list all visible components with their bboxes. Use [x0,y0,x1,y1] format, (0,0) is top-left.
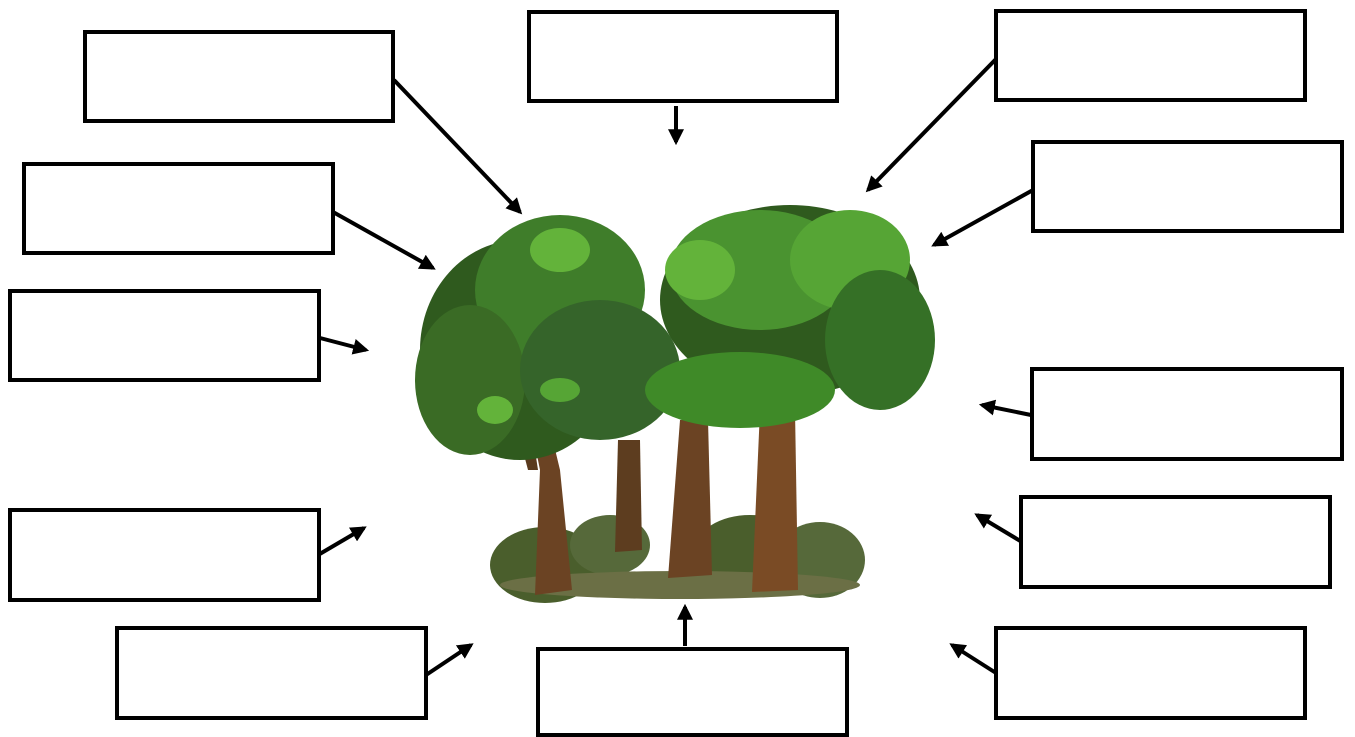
arrow-top-right [865,56,999,193]
tree-foliage [415,205,935,460]
arrow-mid-left [319,336,370,355]
label-box-bottom-left[interactable] [115,626,428,720]
label-box-lower-left[interactable] [8,508,321,602]
arrow-top-left [392,78,523,215]
label-box-bottom-center[interactable] [536,647,849,737]
label-text [1035,144,1340,160]
label-box-mid-left[interactable] [8,289,321,382]
label-text [1023,499,1328,515]
label-box-upper-right[interactable] [1031,140,1344,233]
label-text [119,630,424,646]
arrow-lower-left [316,526,367,557]
arrow-lower-right [974,513,1024,544]
label-box-bottom-right[interactable] [994,626,1307,720]
label-text [12,293,317,309]
arrow-upper-left [332,210,436,270]
label-text [87,34,391,50]
arrow-bottom-right [949,643,998,675]
label-box-top-left[interactable] [83,30,395,123]
label-text [26,166,331,182]
label-text [1034,371,1340,387]
label-text [998,630,1303,646]
label-box-upper-left[interactable] [22,162,335,255]
label-text [12,512,317,528]
label-box-mid-right[interactable] [1030,367,1344,461]
label-text [540,651,845,667]
arrow-upper-right [931,188,1034,247]
arrow-mid-right [978,399,1032,417]
label-box-lower-right[interactable] [1019,495,1332,589]
label-box-top-center[interactable] [527,10,839,103]
arrow-bottom-left [424,643,474,677]
label-box-top-right[interactable] [994,9,1307,102]
label-text [531,14,835,30]
label-text [998,13,1303,29]
